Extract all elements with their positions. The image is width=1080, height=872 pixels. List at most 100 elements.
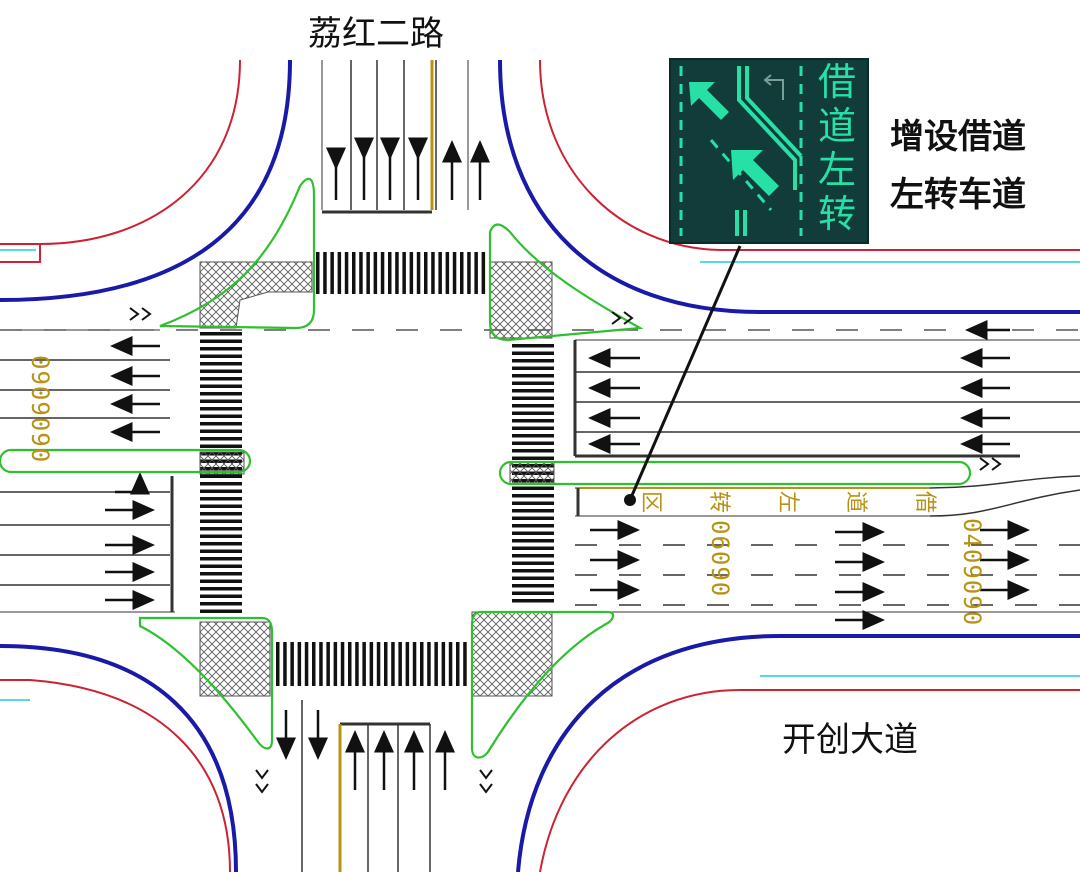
road-name-north: 荔红二路 xyxy=(308,14,444,54)
crosswalk-stripe xyxy=(512,359,554,363)
lane-text-marking: 区 转 左 道 借 xyxy=(638,488,940,516)
crosswalk-stripe xyxy=(373,252,378,294)
crosswalk-south xyxy=(276,642,467,686)
sign-text: 借 道 左 转 xyxy=(807,60,867,236)
road-edges xyxy=(0,60,1080,613)
crosswalk-stripe xyxy=(409,252,414,294)
south-arrows xyxy=(276,710,455,790)
crosswalk-stripe xyxy=(512,584,554,588)
crosswalk-stripe xyxy=(312,642,316,686)
crosswalk-stripe xyxy=(448,642,453,686)
crosswalk-stripe xyxy=(512,426,554,430)
crosswalk-stripe xyxy=(512,591,554,595)
crosswalk-stripe xyxy=(512,389,554,393)
crosswalk-stripe xyxy=(200,399,242,403)
crosswalk-stripe xyxy=(427,642,431,686)
crosswalk-stripe xyxy=(200,572,242,576)
crosswalk-stripe xyxy=(512,576,554,580)
crosswalk-stripe xyxy=(200,429,242,433)
crosswalk-stripe xyxy=(316,252,320,294)
crosswalk-stripe xyxy=(463,642,467,686)
crosswalk-stripe xyxy=(512,516,554,520)
crosswalk-stripe xyxy=(200,579,242,583)
crosswalk-stripe xyxy=(512,441,554,445)
crosswalk-stripe xyxy=(452,252,457,294)
crosswalk-stripe xyxy=(359,252,363,294)
crosswalk-stripe xyxy=(512,419,554,423)
crosswalk-stripe xyxy=(200,407,242,411)
boundary-lines xyxy=(0,59,1080,872)
crosswalk-stripe xyxy=(512,381,554,385)
crosswalk-stripe xyxy=(376,642,381,686)
crosswalk-stripe xyxy=(200,504,242,508)
crosswalk-stripe xyxy=(326,642,330,686)
lane-sign: 借 道 左 转 xyxy=(669,58,869,244)
crosswalk-stripe xyxy=(290,642,294,686)
crosswalk-stripe xyxy=(405,642,410,686)
crosswalk-stripe xyxy=(348,642,352,686)
callout-leader xyxy=(624,245,742,506)
crosswalk-stripe xyxy=(323,252,327,294)
sign-char: 道 xyxy=(817,104,856,148)
chainage-east: 0409090 xyxy=(958,518,986,627)
crosswalk-stripe xyxy=(512,351,554,355)
crosswalk-stripe xyxy=(474,252,478,294)
crosswalk-stripe xyxy=(512,486,554,490)
u-turn-arrow-icon xyxy=(763,74,784,100)
crosswalk-stripe xyxy=(200,369,242,373)
crosswalk-north xyxy=(316,252,486,294)
crosswalk-stripe xyxy=(200,414,242,418)
crosswalk-stripe xyxy=(512,344,554,348)
west-arrows xyxy=(105,336,160,610)
north-lanes xyxy=(322,60,437,214)
crosswalk-stripe xyxy=(200,587,242,591)
crosswalk-stripe xyxy=(200,564,242,568)
crosswalk-stripe xyxy=(200,347,242,351)
crosswalk-stripe xyxy=(330,252,334,294)
crosswalk-stripe xyxy=(460,252,464,294)
crosswalk-stripe xyxy=(200,534,242,538)
crosswalk-stripe xyxy=(200,444,242,448)
crosswalk-stripe xyxy=(200,497,242,501)
crosswalk-stripe xyxy=(340,642,345,686)
crosswalk-stripe xyxy=(512,456,554,460)
chevrons xyxy=(129,307,1002,794)
crosswalk-stripe xyxy=(200,354,242,358)
crosswalk-stripe xyxy=(297,642,302,686)
traffic-islands xyxy=(0,177,972,759)
road-name-east: 开创大道 xyxy=(782,720,918,760)
crosswalk-stripe xyxy=(200,384,242,388)
lane-char: 转 xyxy=(706,490,732,514)
crosswalk-stripe xyxy=(380,252,385,294)
sidewalk-lines xyxy=(0,249,1080,701)
crosswalk-stripe xyxy=(416,252,421,294)
crosswalk-stripe xyxy=(512,539,554,543)
crosswalk-stripe xyxy=(200,549,242,553)
crosswalk-stripe xyxy=(512,374,554,378)
crosswalk-stripe xyxy=(337,252,342,294)
crosswalk-stripe xyxy=(276,642,280,686)
chainage-mid: 06090 xyxy=(706,520,734,598)
lane-char: 借 xyxy=(911,490,937,514)
crosswalk-stripe xyxy=(200,339,242,343)
east-lanes xyxy=(573,340,1080,606)
crosswalk-stripe xyxy=(512,524,554,528)
crosswalk-stripe xyxy=(512,531,554,535)
crosswalk-stripe xyxy=(344,252,349,294)
crosswalk-stripe xyxy=(412,642,417,686)
crosswalk-stripe xyxy=(362,642,366,686)
crosswalk-stripe xyxy=(200,602,242,606)
sign-graphic xyxy=(679,66,803,236)
crosswalk-stripe xyxy=(391,642,395,686)
crosswalk-stripe xyxy=(512,561,554,565)
sign-char: 借 xyxy=(817,60,856,104)
crosswalk-stripe xyxy=(467,252,471,294)
callout-label: 增设借道 左转车道 xyxy=(890,108,1026,224)
crosswalk-stripe xyxy=(512,396,554,400)
crosswalk-stripe xyxy=(200,474,242,478)
crosswalk-stripe xyxy=(200,489,242,493)
crosswalk-stripe xyxy=(200,332,242,336)
crosswalk-stripe xyxy=(200,527,242,531)
crosswalk-stripe xyxy=(200,557,242,561)
crosswalk-stripe xyxy=(200,422,242,426)
